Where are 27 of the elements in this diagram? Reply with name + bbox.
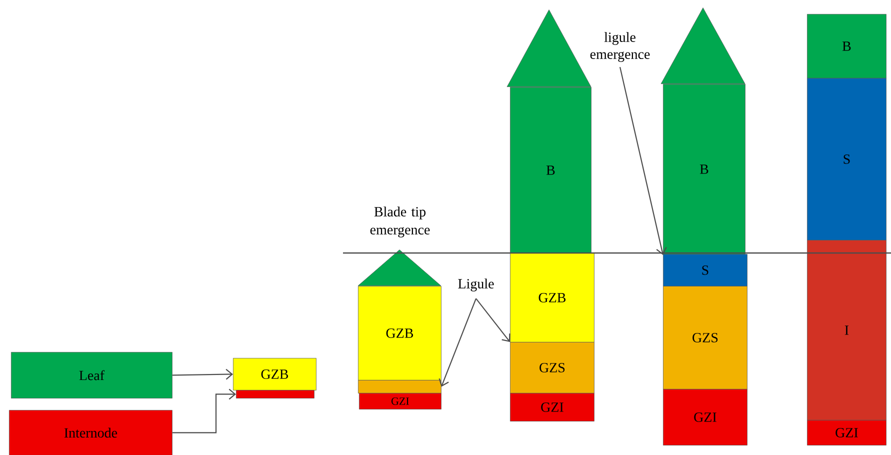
segment-box: GZB xyxy=(510,253,594,342)
segment-box: GZI xyxy=(663,389,748,446)
segment-box: B xyxy=(807,14,886,78)
segment-box: GZI xyxy=(807,420,886,446)
segment-box: S xyxy=(663,254,748,286)
tip-triangle xyxy=(660,8,746,84)
segment-box: GZB xyxy=(233,358,316,390)
segment-box: I xyxy=(807,240,886,420)
segment-box: GZS xyxy=(510,342,594,394)
category-box: Internode xyxy=(9,410,172,455)
arrow xyxy=(172,388,236,434)
category-box: Leaf xyxy=(11,352,172,398)
arrow xyxy=(172,368,233,380)
annotation-text: Ligule xyxy=(458,278,494,292)
segment-box: GZI xyxy=(359,393,442,410)
segment-strip xyxy=(236,390,314,398)
tip-triangle xyxy=(358,250,442,286)
segment-strip xyxy=(358,380,442,394)
segment-box: GZB xyxy=(358,286,442,380)
segment-box: GZI xyxy=(510,393,594,422)
arrow xyxy=(438,298,477,387)
tip-triangle xyxy=(506,10,592,87)
segment-box: GZS xyxy=(663,286,748,390)
annotation-text: ligule emergence xyxy=(590,32,650,62)
arrow xyxy=(476,298,510,342)
segment-box: S xyxy=(807,78,886,240)
arrow xyxy=(619,66,667,255)
